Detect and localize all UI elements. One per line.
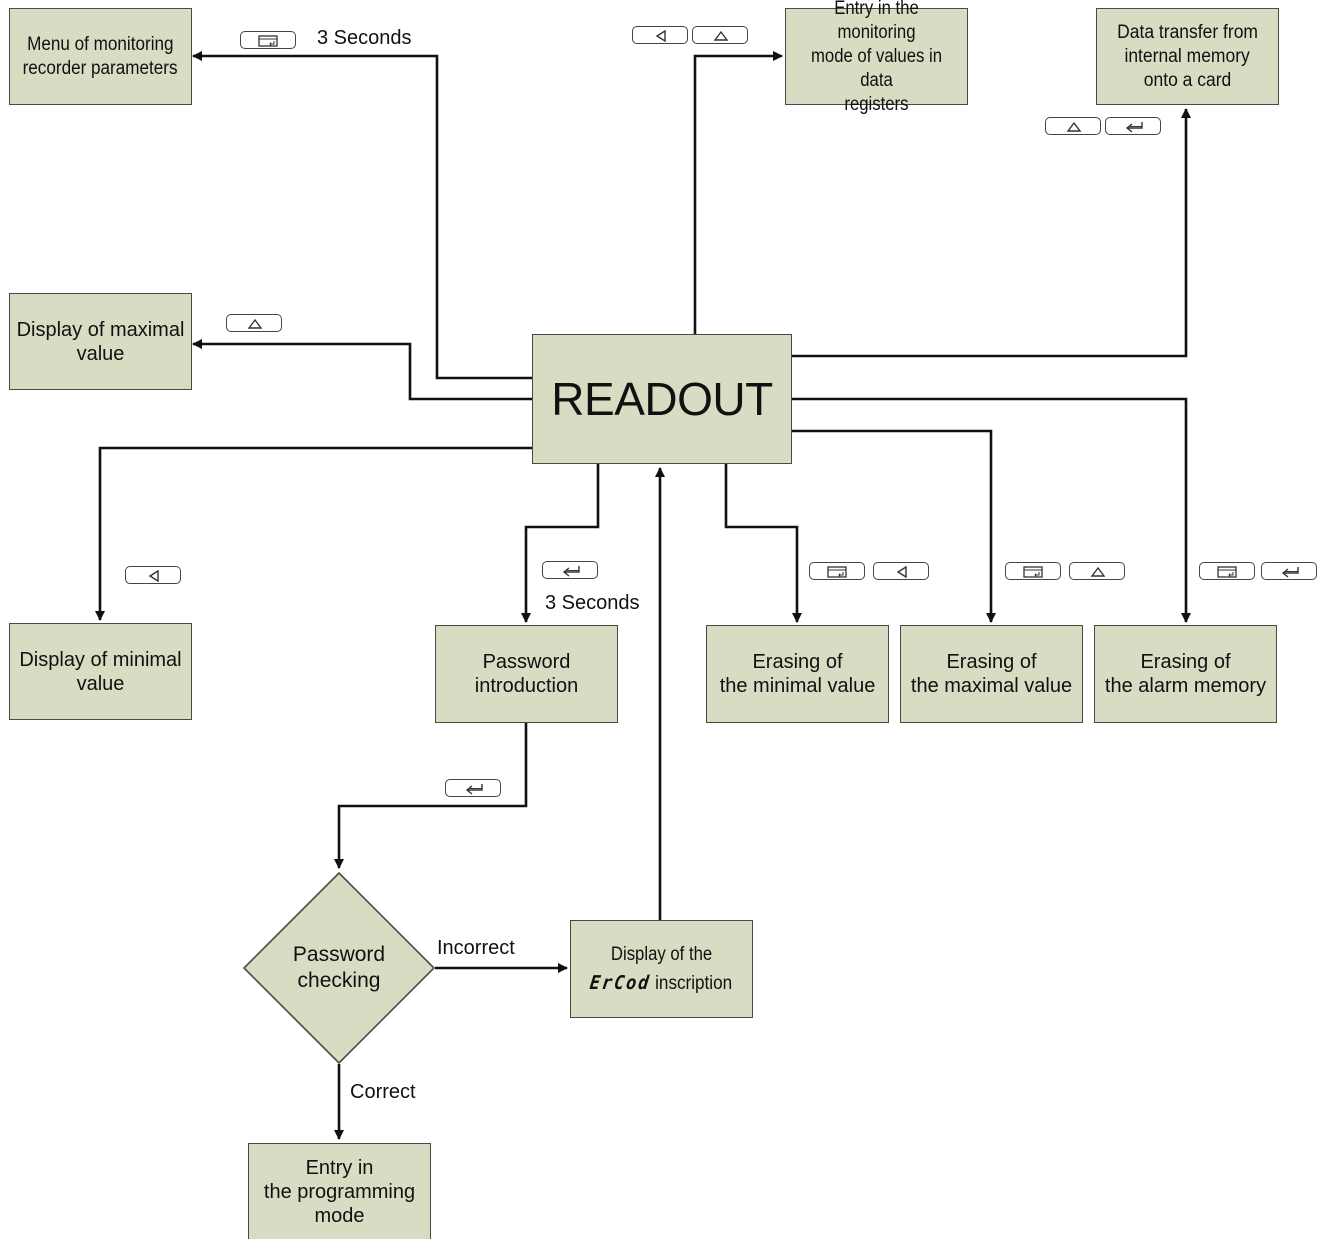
arrow-to-data-transfer [792,108,1191,358]
password-check-label: Password checking [243,872,435,1064]
up-key-icon [1069,562,1125,580]
enter-key-icon [1105,117,1161,135]
menu-key-icon [240,31,296,49]
up-key-icon [226,314,282,332]
enter-key-icon [445,779,501,797]
arrow-to-erase-alarm [792,397,1191,623]
incorrect-label: Incorrect [437,937,515,959]
display-min-box: Display of minimal value [9,623,192,720]
erase-max-box: Erasing of the maximal value [900,625,1083,723]
box-line: Menu of monitoring [27,33,174,55]
error-code-text: ErCod [588,971,653,994]
box-line: recorder parameters [23,57,178,79]
programming-mode-box: Entry in the programming mode [248,1143,431,1239]
box-line: the minimal value [719,675,876,697]
left-key-icon [632,26,688,44]
box-line: the programming [263,1180,416,1203]
password-introduction-box: Password introduction [435,625,618,723]
decision-line: Password [292,943,386,966]
box-line: Entry in [305,1156,374,1179]
box-line: mode [314,1204,365,1227]
box-line: Erasing of [1140,651,1231,673]
monitoring-mode-box: Entry in the monitoring mode of values i… [785,0,968,115]
menu-key-icon [1005,562,1061,580]
data-transfer-box: Data transfer from internal memory onto … [1096,8,1279,105]
menu-key-icon [809,562,865,580]
arrow-to-menu-recorder [192,51,532,380]
arrow-to-password-check [334,723,528,869]
arrow-to-display-min [95,446,532,621]
menu-key-icon [1199,562,1255,580]
box-line: mode of values in data [810,45,943,91]
box-line: ErCod inscription [588,971,733,996]
readout-title: READOUT [551,373,773,425]
box-line: value [76,342,125,365]
up-key-icon [1045,117,1101,135]
arrow-to-password [521,464,600,623]
menu-recorder-box: Menu of monitoring recorder parameters [9,8,192,105]
box-line: the maximal value [910,675,1073,697]
password-check-diamond [243,872,435,1064]
arrow-to-erase-min [724,464,802,623]
error-suffix-text: inscription [655,972,733,994]
box-line: Erasing of [946,651,1037,673]
erase-alarm-box: Erasing of the alarm memory [1094,625,1277,723]
box-line: value [76,672,125,695]
display-max-box: Display of maximal value [9,293,192,390]
box-line: Display of minimal [19,648,182,671]
box-line: the alarm memory [1104,675,1267,697]
box-line: Erasing of [752,651,843,673]
box-line: Data transfer from [1117,21,1258,43]
arrow-to-monitoring-mode [693,51,783,334]
box-line: internal memory [1124,45,1251,67]
box-line: Entry in the monitoring [834,0,919,43]
enter-key-icon [1261,562,1317,580]
erase-min-box: Erasing of the minimal value [706,625,889,723]
arrow-to-display-max [192,339,532,401]
up-key-icon [692,26,748,44]
box-line: registers [844,93,909,115]
box-line: Display of maximal [16,318,185,341]
enter-key-icon [542,561,598,579]
arrow-to-erase-max [792,429,996,623]
decision-line: checking [297,969,381,992]
three-seconds-label-password: 3 Seconds [545,592,640,614]
left-key-icon [873,562,929,580]
box-line: introduction [474,675,579,697]
box-line: Display of the [610,943,713,965]
box-line: onto a card [1143,69,1232,91]
three-seconds-label-top: 3 Seconds [317,27,412,49]
left-key-icon [125,566,181,584]
error-display-box: Display of the ErCod inscription [570,920,753,1018]
readout-box: READOUT [532,334,792,464]
box-line: Password [482,651,571,673]
correct-label: Correct [350,1081,416,1103]
